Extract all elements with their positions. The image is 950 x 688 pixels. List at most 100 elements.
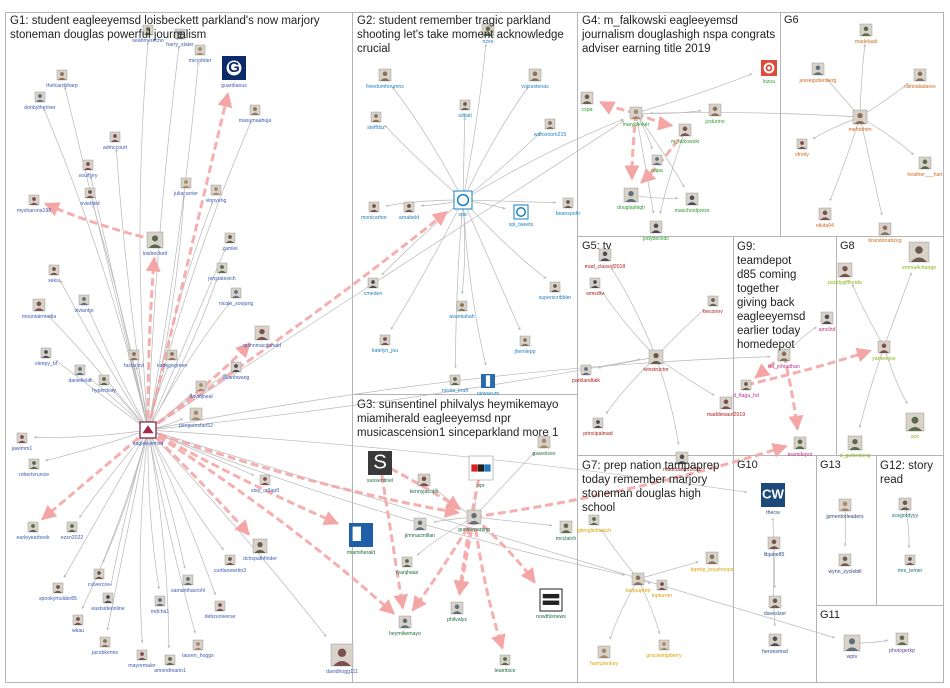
- node-label: mayormaler: [128, 663, 156, 669]
- node-label: avantiahah: [449, 314, 474, 320]
- node-douglashigh: douglashigh: [617, 187, 645, 211]
- node-vfreity: vfreity: [795, 138, 809, 158]
- edge-eagleeyemsd-microbiter: [147, 61, 200, 431]
- node-label: soulflyry: [78, 173, 97, 179]
- node-label: spic: [458, 212, 468, 218]
- strong-edge-maryblinker-douglashigh: [624, 112, 640, 181]
- node-scegordyyy: scegordyyy: [892, 497, 919, 519]
- avatar-photo-icon: [136, 649, 148, 661]
- node-label: sleepy_bi: [35, 361, 57, 367]
- node-label: jimmacmillan: [404, 533, 435, 539]
- node-spic: spic: [453, 190, 473, 218]
- node-label: mcclatch: [556, 536, 577, 542]
- group-title-g6: G6: [784, 14, 799, 26]
- edge-eagleeyemsd-daniellelat: [88, 377, 149, 431]
- edge-mehbrhim-maryblinker: [649, 111, 861, 118]
- node-harryzerikey: harryzerikey: [590, 645, 619, 667]
- node-teamtsce: teamtsce: [494, 654, 516, 674]
- node-label: loisbeckett: [143, 251, 168, 257]
- node-label: dchspathfinder: [243, 556, 277, 562]
- node-label: douglashigh: [617, 205, 645, 211]
- edge-eagleeyemsd-juliacarrier: [147, 194, 186, 431]
- node-cspa: cspa: [580, 91, 594, 113]
- avatar-photo-icon: [259, 474, 271, 486]
- avatar-photo-icon: [252, 538, 268, 554]
- edge-gunsreporting-gsavoices: [473, 451, 535, 518]
- node-label: juliacarrier: [173, 191, 198, 197]
- edge-eagleeyemsd-mayormaler: [139, 429, 149, 644]
- strong-edge-eagleeyemsd-dchspathfinder: [146, 428, 251, 536]
- node-label: ezzo2022: [61, 535, 84, 541]
- node-label: tpprep_boyshoops: [691, 567, 734, 573]
- avatar-photo-icon: [128, 349, 140, 361]
- avatar-photo-icon: [27, 521, 39, 533]
- node-label: teamdepot: [788, 452, 813, 458]
- node-label: madelaali: [855, 39, 877, 45]
- avatar-photo-icon: [678, 123, 692, 137]
- avatar-photo-icon: [330, 643, 354, 667]
- strong-edge-eagleeyemsd-loisbeckett: [145, 256, 161, 431]
- avatar-photo-icon: [142, 24, 154, 36]
- edge-maryblinker-jcsturino: [635, 109, 702, 114]
- node-sleepy_bi: sleepy_bi: [35, 347, 57, 367]
- node-label: sunsentinel: [367, 478, 393, 484]
- node-mdcha1: mdcha1: [151, 595, 169, 615]
- node-label: donbytheriver: [24, 105, 56, 111]
- svg-text:CW: CW: [762, 487, 785, 502]
- node-mayormaler: mayormaler: [128, 649, 156, 669]
- avatar-photo-icon: [658, 639, 670, 651]
- node-label: admccourt: [103, 145, 128, 151]
- node-label: teamtsce: [494, 668, 515, 674]
- node-label: madclassof2021: [663, 467, 701, 473]
- edge-mehbrhim-brandonabzug: [859, 116, 883, 216]
- node-mrs_lemer: mrs_lemer: [898, 554, 923, 574]
- edge-eagleeyemsd-seahmerecho: [139, 41, 150, 431]
- avatar-photo-icon: [820, 311, 834, 325]
- node-eviebled: eviebled: [80, 187, 100, 207]
- avatar-photo-icon: [78, 294, 90, 306]
- node-vivianho: vivianho: [74, 294, 94, 314]
- node-mountairmedia: mountairmedia: [22, 298, 56, 320]
- node-label: debzuniverse: [205, 614, 236, 620]
- node-label: jcsturino: [704, 119, 724, 125]
- edge-scegordyyy-mrs_lemer: [904, 503, 911, 549]
- avatar-photo-icon: [28, 194, 40, 206]
- edge-spic-katelyn_jou: [390, 199, 464, 330]
- edge-mehbrhim-rainnaladares: [859, 82, 909, 118]
- node-label: napa: [651, 168, 663, 174]
- node-loisbeckett: loisbeckett: [143, 231, 168, 257]
- splc-logo-icon: [513, 204, 529, 220]
- edge-spic-maryblinker: [462, 118, 624, 201]
- strong-edge-eagleeyemsd-miamiherald: [147, 428, 340, 526]
- avatar-photo-icon: [777, 348, 791, 362]
- avatar-photo-icon: [224, 232, 236, 244]
- node-label: fazlarizvi: [124, 363, 144, 369]
- node-topturner: topturner: [652, 579, 673, 599]
- edge-mehbrhim-heather___hart: [859, 116, 914, 156]
- node-label: curtlanewrtin3: [214, 568, 246, 574]
- avatar-photo-icon: [675, 451, 689, 465]
- node-penguinsfan52: penguinsfan52: [179, 407, 213, 429]
- node-jawimm1: jawimm1: [11, 432, 32, 452]
- edge-eagleeyemsd-admccourt: [115, 148, 149, 431]
- avatar-photo-icon: [456, 300, 468, 312]
- node-beanspohr: beanspohr: [556, 197, 581, 217]
- avatar-photo-icon: [417, 473, 431, 487]
- strong-edge-loisbeckett-mysharona198: [44, 202, 156, 242]
- nowthis-logo-icon: [539, 588, 563, 612]
- edge-yankeejoe-d_guttenberg: [858, 346, 885, 428]
- node-label: emma4change: [902, 265, 936, 271]
- group-title-g5: G5: tv: [582, 240, 612, 252]
- node-label: paddyglfflorida: [828, 280, 862, 286]
- avatar-photo-icon: [913, 68, 927, 82]
- node-nikita04: nikita04: [816, 207, 834, 229]
- node-hd_johnathan: hd_johnathan: [768, 348, 800, 370]
- node-label: eagleeyemsd: [133, 441, 164, 447]
- node-label: heymikemayo: [389, 631, 421, 637]
- node-vinnyeng: vinnyeng: [206, 184, 226, 204]
- avatar-photo-icon: [74, 364, 86, 376]
- edge-eagleeyemsd-eviebled: [92, 204, 149, 431]
- node-label: nadegegreen: [157, 363, 188, 369]
- node-label: lillianhwang: [223, 375, 250, 381]
